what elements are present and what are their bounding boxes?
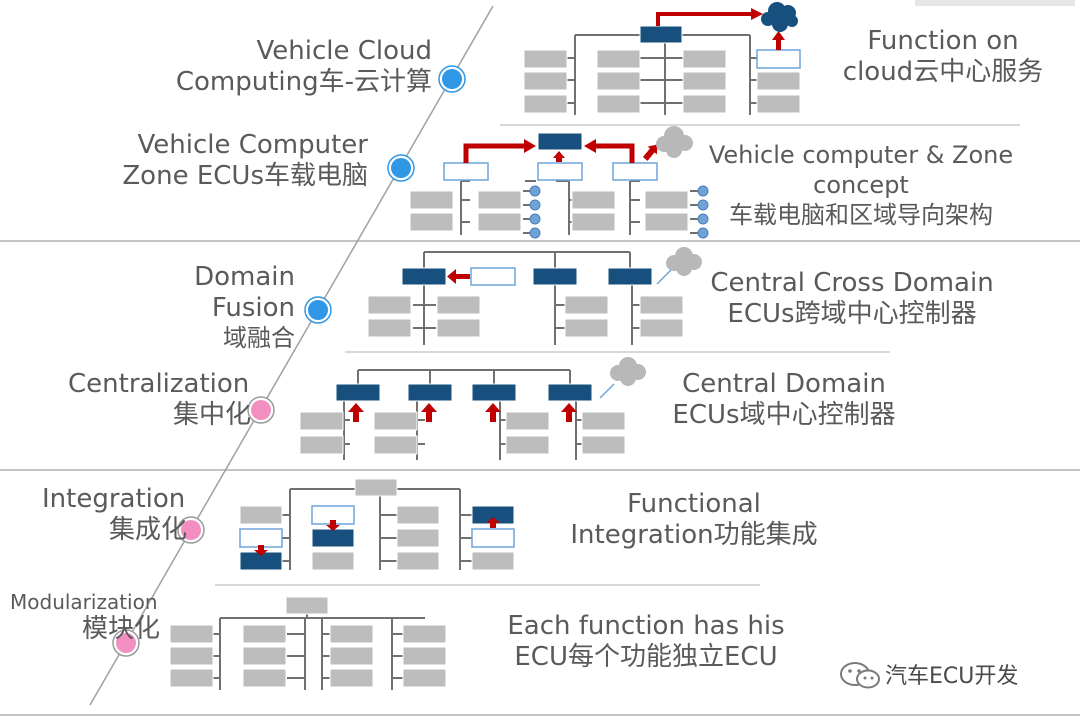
fusion-cloud-link [656, 269, 672, 285]
zone-ecus [409, 132, 689, 232]
timeline-dot-cloud [438, 65, 466, 93]
modular-diagram [204, 605, 425, 690]
timeline-dot-zone [387, 154, 415, 182]
zone-cloud-icon [656, 126, 693, 158]
cloud-upload-arrowhead [751, 8, 763, 20]
cloud-diagram [567, 34, 757, 115]
fusion-arrow [447, 269, 470, 284]
integration-diagram [282, 488, 472, 570]
integration-ecus [239, 478, 515, 571]
fusion-cloud-icon [666, 247, 702, 276]
timeline-dot-central [247, 396, 275, 424]
cloud-ecus [523, 25, 801, 114]
fusion-ecus [367, 267, 684, 338]
top-right-artifact [915, 0, 1075, 6]
central-ecus [299, 383, 626, 455]
timeline-dot-integration [177, 516, 205, 544]
cloud-server-icon [761, 2, 798, 32]
central-cloud-icon [610, 357, 646, 386]
timeline-diagonal [89, 5, 494, 706]
central-cloud-link [599, 383, 615, 399]
zone-arrowheads [524, 139, 658, 162]
timeline-dots [112, 65, 466, 657]
timeline-dot-modular [112, 629, 140, 657]
section-separators [0, 124, 1080, 716]
zone-arrows [463, 143, 635, 163]
modular-ecus [169, 596, 447, 688]
fusion-diagram [413, 251, 640, 345]
wechat-icon [840, 662, 880, 689]
integration-arrows [254, 517, 500, 556]
central-arrows [348, 403, 577, 422]
cloud-down-arrow [772, 31, 785, 50]
cloud-upload-arrow [656, 12, 752, 26]
timeline-dot-fusion [304, 296, 332, 324]
zone-nodes [529, 185, 709, 239]
watermark-text: 汽车ECU开发 [885, 664, 1019, 689]
